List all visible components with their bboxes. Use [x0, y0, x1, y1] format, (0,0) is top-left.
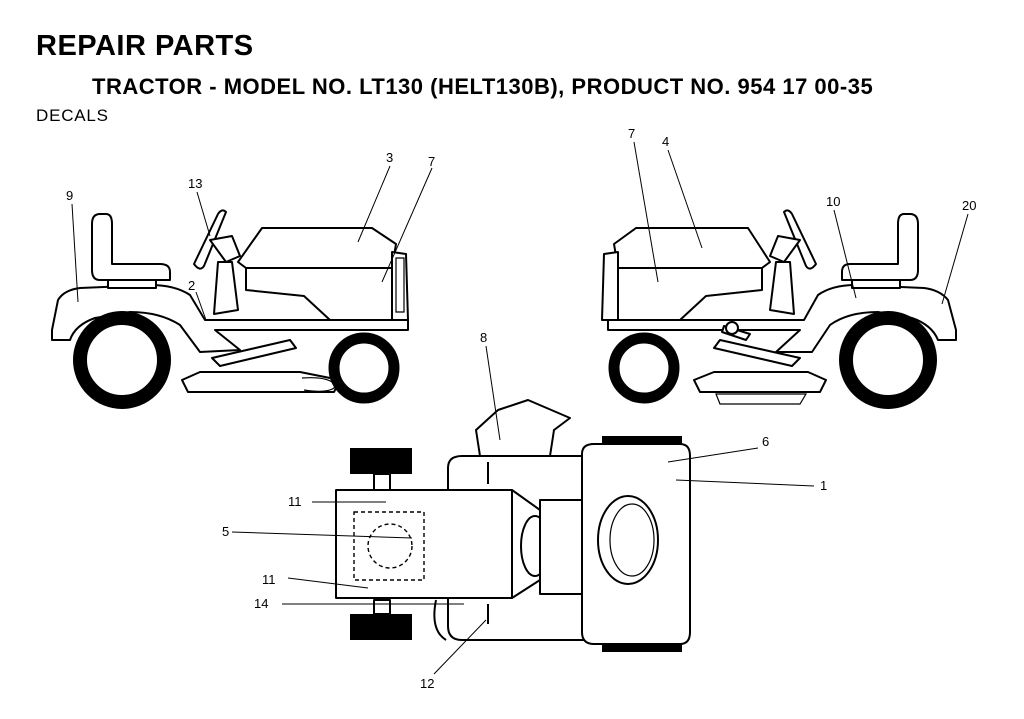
left-dash — [213, 261, 239, 315]
left-rear-fender — [51, 284, 409, 353]
right-rear-wheel — [839, 311, 937, 409]
top-fuel-cap-dashed — [367, 523, 413, 569]
section-heading: DECALS — [36, 106, 109, 125]
left-grille-inner — [395, 257, 405, 313]
right-hood — [613, 227, 771, 269]
callout-6: 6 — [762, 434, 769, 449]
top-seat-inner — [609, 503, 655, 577]
callout-12: 12 — [420, 676, 434, 691]
right-lever-knob — [725, 321, 739, 335]
right-rear-fender — [607, 284, 957, 353]
top-deck-edge — [433, 599, 447, 641]
left-footrest — [211, 339, 297, 367]
top-hood — [335, 489, 541, 599]
right-deck-chute — [715, 393, 808, 405]
callout-3: 3 — [386, 150, 393, 165]
callout-4: 4 — [662, 134, 669, 149]
callout-5: 5 — [222, 524, 229, 539]
leader-lines — [71, 141, 969, 675]
left-mower-deck — [181, 371, 341, 393]
right-front-wheel — [608, 332, 680, 404]
left-engine-side — [245, 267, 393, 321]
left-steering-column — [209, 235, 241, 263]
left-hood — [237, 227, 397, 269]
right-grille — [601, 251, 619, 321]
top-axle-lower — [373, 599, 391, 615]
callout-8: 8 — [480, 330, 487, 345]
top-discharge-chute — [475, 399, 571, 457]
right-side-tractor-view — [601, 209, 957, 409]
left-rear-wheel — [73, 311, 171, 409]
callout-14: 14 — [254, 596, 268, 611]
callout-9: 9 — [66, 188, 73, 203]
callout-7-right: 7 — [628, 126, 635, 141]
callout-10: 10 — [826, 194, 840, 209]
top-front-wheel-upper — [350, 448, 412, 474]
right-mower-deck — [693, 371, 827, 393]
left-side-tractor-view — [51, 209, 409, 409]
right-steering-column — [769, 235, 801, 263]
top-engine-cover-dashed — [353, 511, 425, 581]
right-dash — [769, 261, 795, 315]
top-front-wheel-lower — [350, 614, 412, 640]
top-axle-upper — [373, 473, 391, 491]
left-seat-base — [107, 279, 157, 289]
top-seat — [597, 495, 659, 585]
left-front-wheel — [328, 332, 400, 404]
right-seat — [841, 213, 919, 281]
right-engine-side — [617, 267, 763, 321]
callout-labels: 9 13 2 3 7 7 4 10 20 8 6 1 11 5 11 14 12 — [66, 126, 976, 691]
right-seat-base — [851, 279, 901, 289]
top-frame — [539, 499, 583, 595]
callout-11-upper: 11 — [288, 494, 302, 509]
left-grille — [391, 251, 409, 321]
callout-1: 1 — [820, 478, 827, 493]
callout-13: 13 — [188, 176, 202, 191]
callout-7-left: 7 — [428, 154, 435, 169]
right-footrest — [713, 339, 801, 367]
callout-11-lower: 11 — [262, 572, 276, 587]
top-view-tractor — [335, 399, 691, 652]
callout-20: 20 — [962, 198, 976, 213]
page-title: REPAIR PARTS — [36, 30, 254, 62]
left-seat — [91, 213, 171, 281]
model-subtitle: TRACTOR - MODEL NO. LT130 (HELT130B), PR… — [92, 74, 874, 99]
callout-2: 2 — [188, 278, 195, 293]
